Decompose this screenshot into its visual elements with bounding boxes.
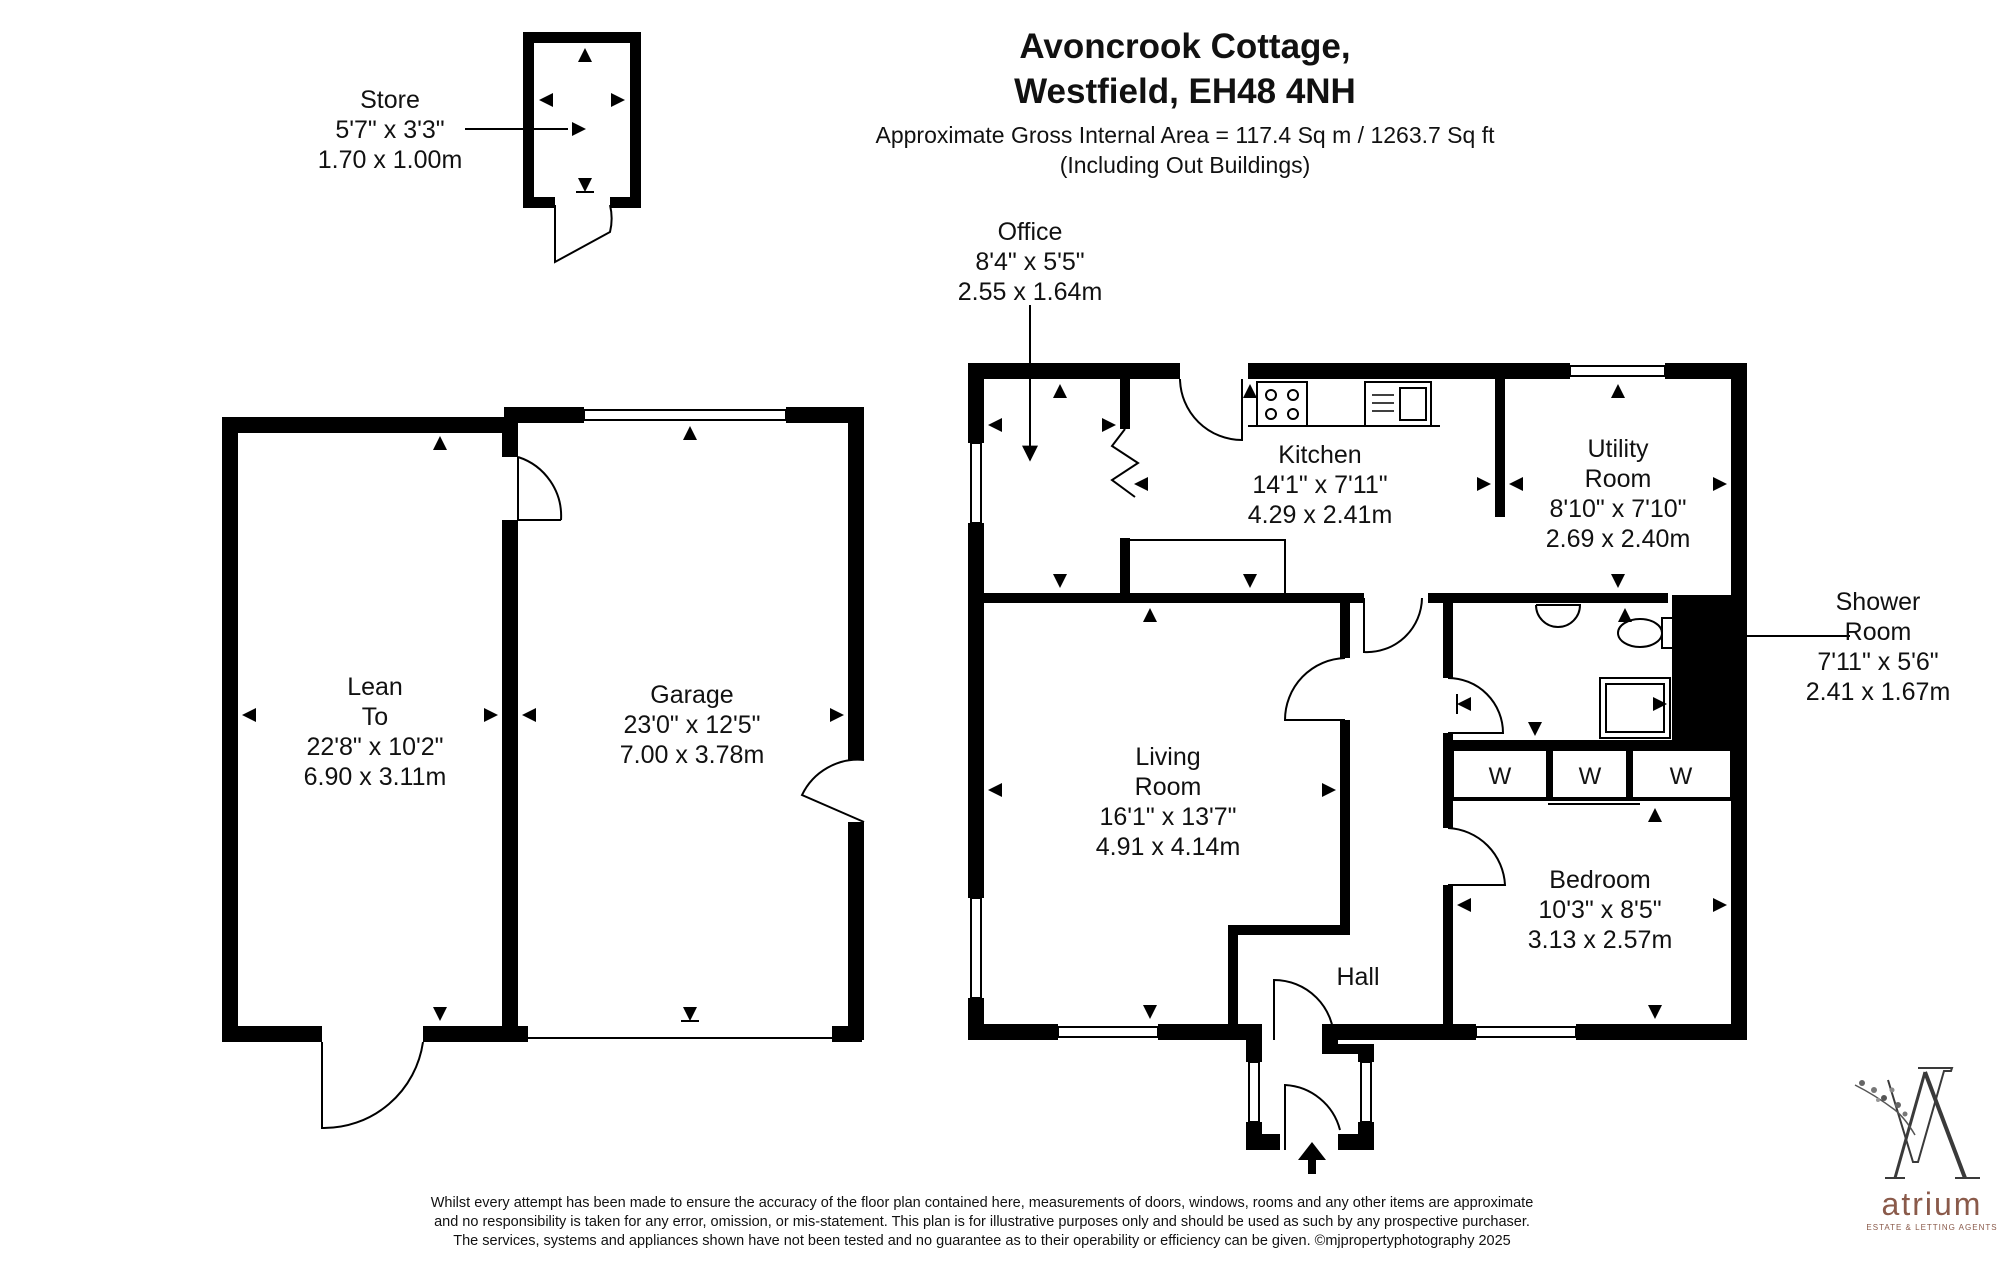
atrium-logo: atrium ESTATE & LETTING AGENTS — [1854, 1067, 1997, 1232]
disclaimer-line1: Whilst every attempt has been made to en… — [431, 1195, 1534, 1211]
lean-to-garage-door — [517, 456, 563, 521]
utility-metric: 2.69 x 2.40m — [1546, 525, 1691, 553]
wardrobe-2-label: W — [1579, 763, 1602, 790]
kitchen-name: Kitchen — [1278, 441, 1361, 469]
living-name-line1: Living — [1135, 743, 1200, 771]
garage-imperial: 23'0" x 12'5" — [623, 711, 760, 739]
lean-to-door — [321, 1041, 424, 1130]
office-imperial: 8'4" x 5'5" — [975, 248, 1084, 276]
store-imperial: 5'7" x 3'3" — [335, 116, 444, 144]
area-summary: Approximate Gross Internal Area = 117.4 … — [875, 122, 1495, 148]
living-room-door — [1283, 657, 1346, 721]
entrance-arrow — [1298, 1142, 1326, 1160]
hob — [1256, 381, 1308, 427]
toilet — [1617, 618, 1663, 648]
shower-room-door — [1447, 677, 1505, 734]
lean-to-name-line2: To — [362, 703, 388, 731]
disclaimer-line3: The services, systems and appliances sho… — [453, 1233, 1510, 1249]
office-bifold-door — [1110, 428, 1140, 498]
shower-name-line2: Room — [1845, 618, 1912, 646]
bedroom-imperial: 10'3" x 8'5" — [1538, 896, 1661, 924]
header: Avoncrook Cottage, Westfield, EH48 4NH A… — [875, 27, 1495, 178]
hall-kitchen-door — [1363, 597, 1423, 654]
garage-metric: 7.00 x 3.78m — [620, 741, 765, 769]
bedroom-name: Bedroom — [1549, 866, 1650, 894]
lean-to-imperial: 22'8" x 10'2" — [306, 733, 443, 761]
office-name: Office — [998, 218, 1063, 246]
store-name: Store — [360, 86, 420, 114]
kitchen-door — [1179, 378, 1243, 442]
hall-front-door — [1273, 978, 1335, 1041]
property-title-line2: Westfield, EH48 4NH — [1014, 72, 1356, 111]
cottage-building: W W W — [958, 218, 1951, 1174]
store-metric: 1.70 x 1.00m — [318, 146, 463, 174]
lean-to-metric: 6.90 x 3.11m — [304, 763, 447, 791]
garage-building: Lean To 22'8" x 10'2" 6.90 x 3.11m Garag… — [222, 407, 865, 1130]
store-door — [554, 204, 613, 264]
lean-to-name-line1: Lean — [347, 673, 403, 701]
bedroom-metric: 3.13 x 2.57m — [1528, 926, 1673, 954]
area-note: (Including Out Buildings) — [1060, 152, 1311, 178]
shower-metric: 2.41 x 1.67m — [1806, 678, 1951, 706]
wash-basin — [1535, 604, 1582, 628]
garage-side-door — [800, 758, 865, 823]
disclaimer-line2: and no responsibility is taken for any e… — [434, 1214, 1530, 1230]
shower-imperial: 7'11" x 5'6" — [1817, 648, 1938, 676]
hall-name: Hall — [1336, 963, 1379, 991]
shower-name-line1: Shower — [1836, 588, 1921, 616]
shower-tray — [1599, 677, 1671, 739]
wardrobe-3-label: W — [1670, 763, 1693, 790]
living-metric: 4.91 x 4.14m — [1096, 833, 1241, 861]
living-imperial: 16'1" x 13'7" — [1099, 803, 1236, 831]
utility-name-line2: Room — [1585, 465, 1652, 493]
office-metric: 2.55 x 1.64m — [958, 278, 1103, 306]
living-name-line2: Room — [1135, 773, 1202, 801]
disclaimer: Whilst every attempt has been made to en… — [431, 1195, 1534, 1249]
logo-tagline: ESTATE & LETTING AGENTS — [1866, 1223, 1997, 1232]
property-title-line1: Avoncrook Cottage, — [1019, 27, 1350, 66]
porch-door — [1284, 1083, 1341, 1150]
utility-imperial: 8'10" x 7'10" — [1549, 495, 1686, 523]
kitchen-metric: 4.29 x 2.41m — [1248, 501, 1393, 529]
wardrobe-1-label: W — [1489, 763, 1512, 790]
logo-name: atrium — [1882, 1186, 1983, 1222]
utility-name-line1: Utility — [1587, 435, 1649, 463]
store-building: Store 5'7" x 3'3" 1.70 x 1.00m — [318, 32, 641, 264]
garage-name: Garage — [650, 681, 733, 709]
kitchen-imperial: 14'1" x 7'11" — [1252, 471, 1387, 499]
bedroom-door — [1447, 827, 1507, 886]
